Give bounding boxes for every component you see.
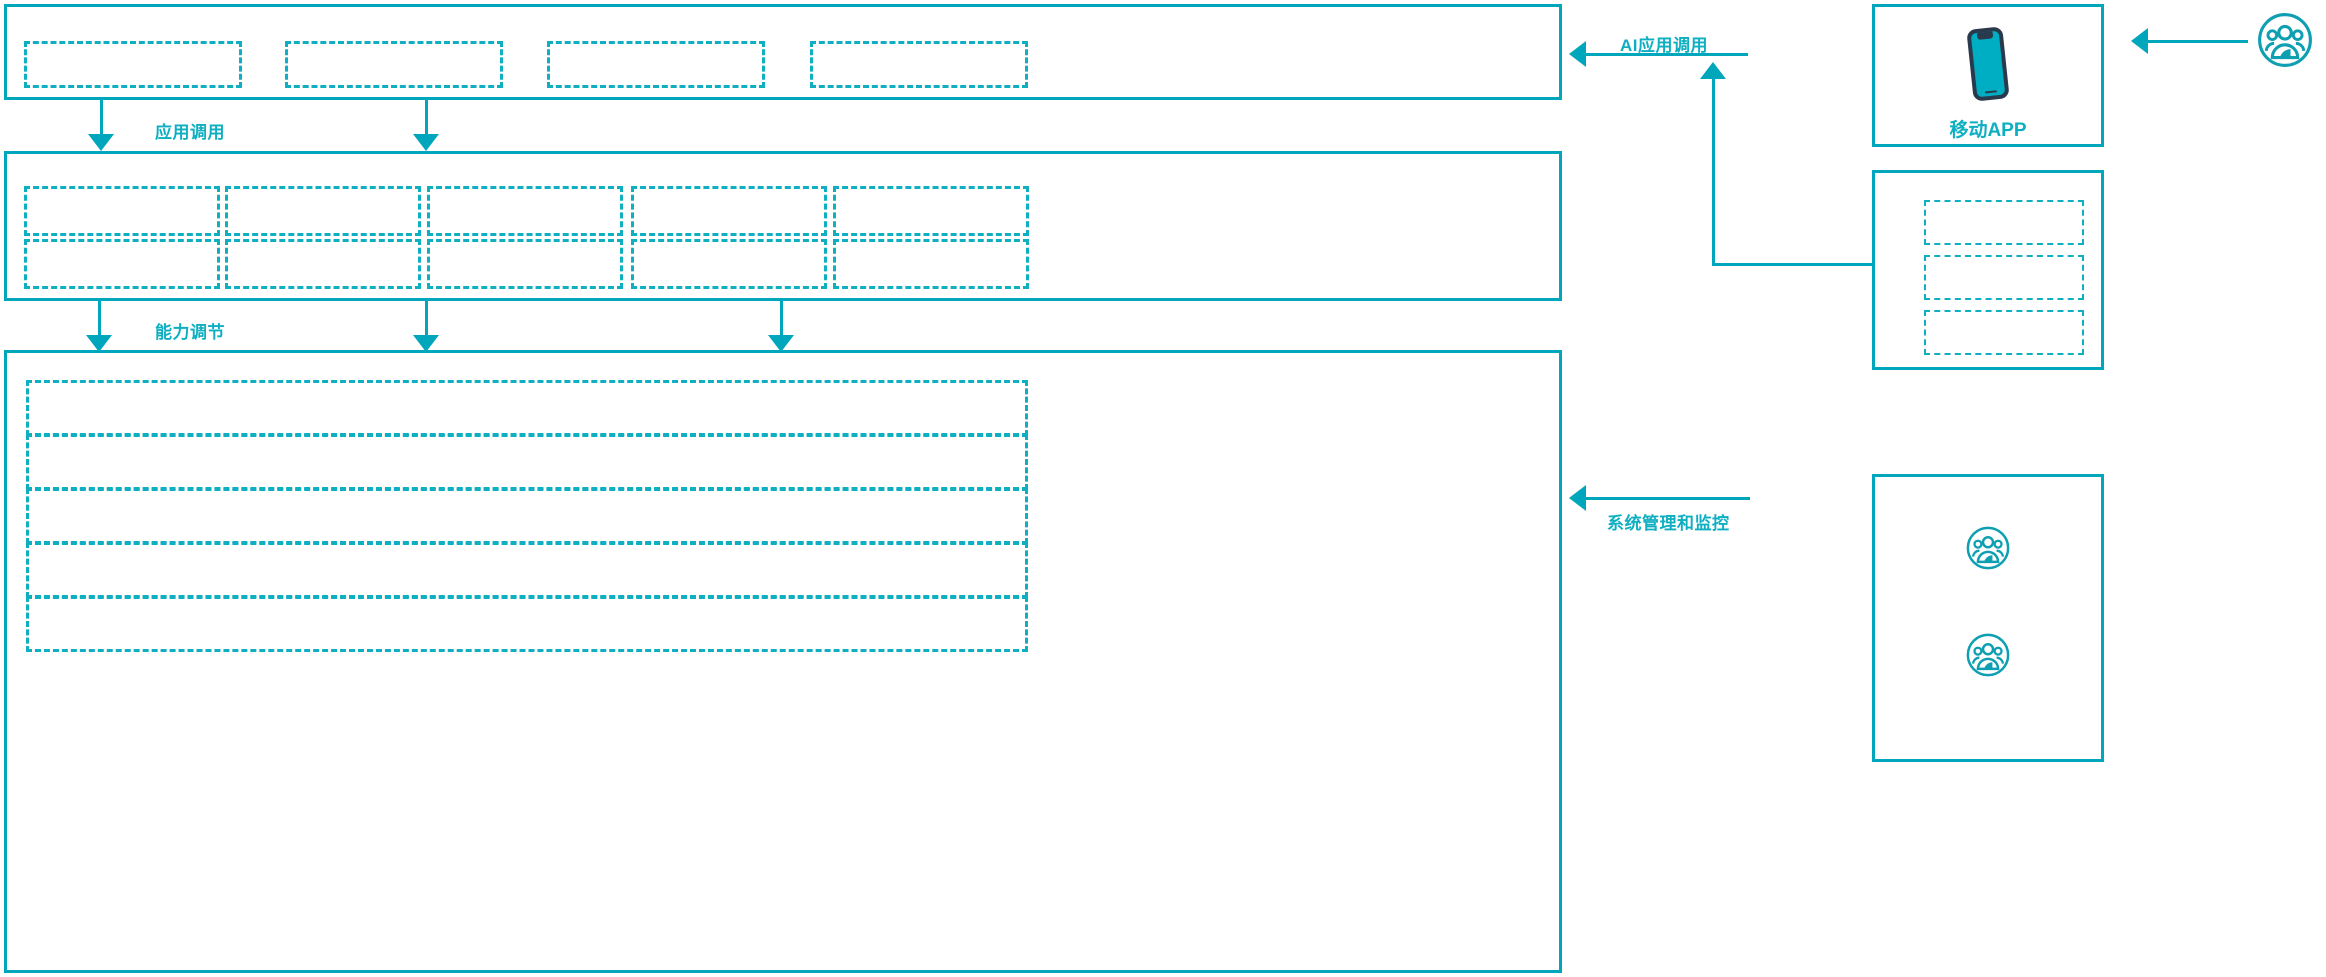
platform-row-4[interactable] (26, 542, 1028, 598)
application-slot-1[interactable] (24, 41, 242, 88)
platform-row-2[interactable] (26, 434, 1028, 490)
channel-slot-3[interactable] (1924, 310, 2084, 355)
capability-invoke-label: 能力调节 (155, 323, 225, 342)
platform-row-5[interactable] (26, 596, 1028, 652)
platform-layer-panel (4, 350, 1562, 973)
external-user-arrow-head (2131, 28, 2148, 54)
ai-invoke-arrow-line (1584, 53, 1748, 56)
application-invoke-arrow-line-1 (100, 100, 103, 138)
capability-layer-panel (4, 151, 1562, 301)
ai-invoke-arrow-head (1569, 41, 1586, 67)
users-circle-icon-operator-1[interactable] (1965, 525, 2011, 571)
ai-invoke-riser-line (1712, 77, 1715, 265)
application-slot-2[interactable] (285, 41, 503, 88)
capability-invoke-arrow-head-3 (768, 335, 794, 352)
application-invoke-arrow-head-1 (88, 134, 114, 151)
capability-slot-3[interactable] (427, 186, 623, 236)
mobile-app-caption: 移动APP (1949, 120, 2027, 141)
operations-panel (1872, 474, 2104, 762)
users-circle-icon-external-user[interactable] (2256, 11, 2314, 69)
ai-invoke-riser-head (1700, 62, 1726, 79)
channel-panel (1872, 170, 2104, 370)
system-management-arrow-line (1584, 497, 1750, 500)
capability-invoke-arrow-line-3 (780, 301, 783, 339)
system-management-label: 系统管理和监控 (1607, 514, 1730, 533)
mobile-app-panel[interactable]: 移动APP (1872, 4, 2104, 147)
capability-invoke-arrow-head-2 (413, 335, 439, 352)
platform-row-1[interactable] (26, 380, 1028, 436)
capability-slot-8[interactable] (427, 239, 623, 289)
smartphone-icon (1960, 25, 2016, 103)
capability-slot-10[interactable] (833, 239, 1029, 289)
external-user-arrow-line (2146, 40, 2248, 43)
application-slot-4[interactable] (810, 41, 1028, 88)
channel-slot-2[interactable] (1924, 255, 2084, 300)
application-slot-3[interactable] (547, 41, 765, 88)
capability-slot-2[interactable] (225, 186, 421, 236)
capability-slot-5[interactable] (833, 186, 1029, 236)
users-circle-icon-operator-2[interactable] (1965, 632, 2011, 678)
application-invoke-arrow-line-2 (425, 100, 428, 138)
ai-invoke-riser-elbow (1712, 263, 1872, 266)
capability-slot-9[interactable] (631, 239, 827, 289)
capability-invoke-arrow-head-1 (86, 335, 112, 352)
capability-invoke-arrow-line-2 (425, 301, 428, 339)
ai-invoke-label: AI应用调用 (1620, 36, 1708, 55)
capability-slot-4[interactable] (631, 186, 827, 236)
capability-slot-6[interactable] (24, 239, 220, 289)
channel-slot-1[interactable] (1924, 200, 2084, 245)
platform-row-3[interactable] (26, 488, 1028, 544)
application-invoke-arrow-head-2 (413, 134, 439, 151)
capability-slot-7[interactable] (225, 239, 421, 289)
capability-invoke-arrow-line-1 (98, 301, 101, 339)
system-management-arrow-head (1569, 485, 1586, 511)
capability-slot-1[interactable] (24, 186, 220, 236)
application-layer-panel (4, 4, 1562, 100)
application-invoke-label: 应用调用 (155, 123, 225, 142)
